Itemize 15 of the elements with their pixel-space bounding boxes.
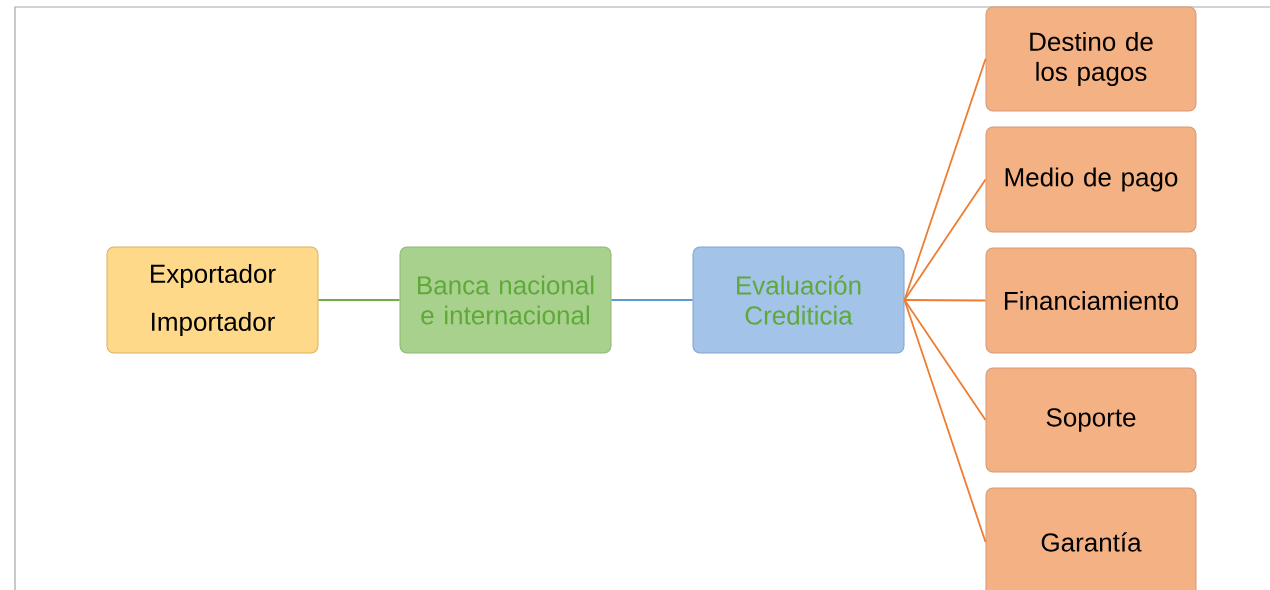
process-box: Exportador Importador (106, 246, 319, 354)
connector-line (317, 299, 401, 301)
connector-line (903, 178, 987, 301)
process-box: Medio de pago (985, 126, 1197, 233)
process-box: Soporte (985, 367, 1197, 473)
process-box: Banca nacional e internacional (399, 246, 612, 354)
process-box: Evaluación Crediticia (692, 246, 905, 354)
connector-line (903, 299, 987, 543)
process-box: Destino de los pagos (985, 6, 1197, 112)
process-box: Financiamiento (985, 247, 1197, 354)
connector-line (903, 299, 987, 302)
process-box: Garantía (985, 487, 1197, 590)
connector-line (610, 299, 694, 301)
connector-line (903, 299, 987, 421)
connector-line (903, 58, 987, 301)
